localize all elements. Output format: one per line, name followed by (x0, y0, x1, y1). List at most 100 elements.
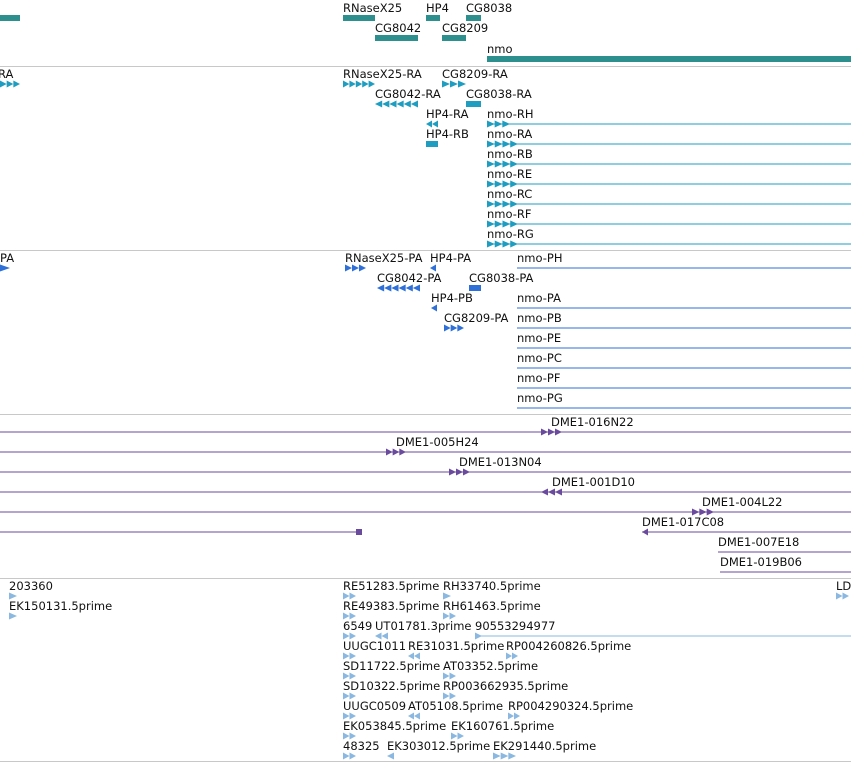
feature-nmo-RH[interactable]: nmo-RH (0, 108, 851, 128)
strand-arrow (463, 468, 470, 476)
strand-arrow (349, 592, 356, 600)
feature-glyph (487, 220, 851, 228)
feature-glyph (487, 180, 851, 188)
feature-nmo-RF[interactable]: nmo-RF (0, 208, 851, 228)
feature-CG8038-RA[interactable]: CG8038-RA (0, 88, 851, 108)
feature-CG8209[interactable]: CG8209 (0, 22, 851, 42)
feature-CG8042-RA[interactable]: CG8042-RA (0, 88, 851, 108)
feature-label: HP4-PA (430, 251, 472, 265)
strand-arrow (375, 100, 383, 108)
feature-UUGC1011[interactable]: UUGC1011 (0, 640, 851, 660)
feature-nmo[interactable]: nmo (0, 43, 851, 63)
feature-DME1-007E18[interactable]: DME1-007E18 (0, 536, 851, 556)
feature-EK160761.5prime[interactable]: EK160761.5prime (0, 720, 851, 740)
feature-DME1-013N04[interactable]: DME1-013N04 (0, 456, 851, 476)
feature-48325[interactable]: 48325 (0, 740, 851, 760)
feature-nmo-RE[interactable]: nmo-RE (0, 168, 851, 188)
feature-SD10322.5prime[interactable]: SD10322.5prime (0, 680, 851, 700)
feature-EK303012.5prime[interactable]: EK303012.5prime (0, 740, 851, 760)
feature-AT03352.5prime[interactable]: AT03352.5prime (0, 660, 851, 680)
feature-nmo-RB[interactable]: nmo-RB (0, 148, 851, 168)
feature-nmo-PG[interactable]: nmo-PG (0, 392, 851, 412)
feature-DME1-016N22[interactable]: DME1-016N22 (0, 416, 851, 436)
feature-DME1-001D10[interactable]: DME1-001D10 (0, 476, 851, 496)
feature-nmo-RA[interactable]: nmo-RA (0, 128, 851, 148)
strand-arrow (449, 468, 456, 476)
strand-arrow (343, 80, 350, 88)
feature-label: RH33740.5prime (443, 579, 541, 593)
feature-6549[interactable]: 6549 (0, 620, 851, 640)
feature-SD11722.5prime[interactable]: SD11722.5prime (0, 660, 851, 680)
feature-gene-edge[interactable] (0, 2, 851, 22)
feature-nmo-PE[interactable]: nmo-PE (0, 332, 851, 352)
feature-nmo-PF[interactable]: nmo-PF (0, 372, 851, 392)
feature-RNaseX25[interactable]: RNaseX25 (0, 2, 851, 22)
feature-unlabeled-clone[interactable] (0, 516, 851, 536)
feature-HP4-PB[interactable]: HP4-PB (0, 292, 851, 312)
feature-CG8038-PA[interactable]: CG8038-PA (0, 272, 851, 292)
feature-edge-RA[interactable]: RA (0, 68, 851, 88)
feature-RNaseX25-PA[interactable]: RNaseX25-PA (0, 252, 851, 272)
feature-glyph (442, 80, 466, 88)
feature-CG8209-RA[interactable]: CG8209-RA (0, 68, 851, 88)
feature-CG8042-PA[interactable]: CG8042-PA (0, 272, 851, 292)
feature-nmo-RG[interactable]: nmo-RG (0, 228, 851, 248)
feature-UT01781.3prime[interactable]: UT01781.3prime (0, 620, 851, 640)
feature-HP4-RA[interactable]: HP4-RA (0, 108, 851, 128)
feature-nmo-PH[interactable]: nmo-PH (0, 252, 851, 272)
feature-edge-PA[interactable]: PA (0, 252, 851, 272)
feature-glyph (343, 712, 356, 720)
feature-glyph (517, 267, 851, 269)
feature-nmo-PA[interactable]: nmo-PA (0, 292, 851, 312)
feature-label: 203360 (9, 579, 53, 593)
feature-nmo-RC[interactable]: nmo-RC (0, 188, 851, 208)
feature-EK150131.5prime[interactable]: EK150131.5prime (0, 600, 851, 620)
feature-EK291440.5prime[interactable]: EK291440.5prime (0, 740, 851, 760)
feature-nmo-PC[interactable]: nmo-PC (0, 352, 851, 372)
strand-arrow (487, 240, 495, 248)
strand-arrow (432, 120, 438, 128)
feature-HP4-RB[interactable]: HP4-RB (0, 128, 851, 148)
strand-arrow (392, 448, 400, 456)
strand-arrow (343, 752, 350, 760)
strand-arrow (842, 592, 849, 600)
feature-RE51283.5prime[interactable]: RE51283.5prime (0, 580, 851, 600)
feature-nmo-PB[interactable]: nmo-PB (0, 312, 851, 332)
strand-arrow (0, 264, 10, 272)
feature-CG8042[interactable]: CG8042 (0, 22, 851, 42)
feature-RNaseX25-RA[interactable]: RNaseX25-RA (0, 68, 851, 88)
feature-RE49383.5prime[interactable]: RE49383.5prime (0, 600, 851, 620)
feature-DME1-019B06[interactable]: DME1-019B06 (0, 556, 851, 576)
feature-LD[interactable]: LD (0, 580, 851, 600)
exon-block (343, 15, 375, 21)
feature-90553294977[interactable]: 90553294977 (0, 620, 851, 640)
feature-CG8209-PA[interactable]: CG8209-PA (0, 312, 851, 332)
exon-block (442, 35, 466, 41)
feature-RH33740.5prime[interactable]: RH33740.5prime (0, 580, 851, 600)
feature-label: RNaseX25-RA (343, 67, 422, 81)
feature-203360[interactable]: 203360 (0, 580, 851, 600)
feature-RH61463.5prime[interactable]: RH61463.5prime (0, 600, 851, 620)
feature-RP003662935.5prime[interactable]: RP003662935.5prime (0, 680, 851, 700)
feature-UUGC0509[interactable]: UUGC0509 (0, 700, 851, 720)
feature-glyph (487, 160, 851, 168)
feature-RE31031.5prime[interactable]: RE31031.5prime (0, 640, 851, 660)
strand-arrow (502, 160, 511, 168)
strand-arrow (699, 508, 707, 516)
feature-label: UT01781.3prime (375, 619, 472, 633)
strand-arrow (403, 100, 411, 108)
feature-HP4[interactable]: HP4 (0, 2, 851, 22)
feature-RP004290324.5prime[interactable]: RP004290324.5prime (0, 700, 851, 720)
feature-label: HP4 (426, 1, 449, 15)
feature-DME1-005H24[interactable]: DME1-005H24 (0, 436, 851, 456)
exon-block (466, 15, 481, 21)
feature-HP4-PA[interactable]: HP4-PA (0, 252, 851, 272)
feature-DME1-017C08[interactable]: DME1-017C08 (0, 516, 851, 536)
feature-label: CG8209-PA (444, 311, 509, 325)
feature-AT05108.5prime[interactable]: AT05108.5prime (0, 700, 851, 720)
feature-DME1-004L22[interactable]: DME1-004L22 (0, 496, 851, 516)
feature-CG8038[interactable]: CG8038 (0, 2, 851, 22)
feature-EK053845.5prime[interactable]: EK053845.5prime (0, 720, 851, 740)
feature-RP004260826.5prime[interactable]: RP004260826.5prime (0, 640, 851, 660)
feature-label: LD (836, 579, 851, 593)
